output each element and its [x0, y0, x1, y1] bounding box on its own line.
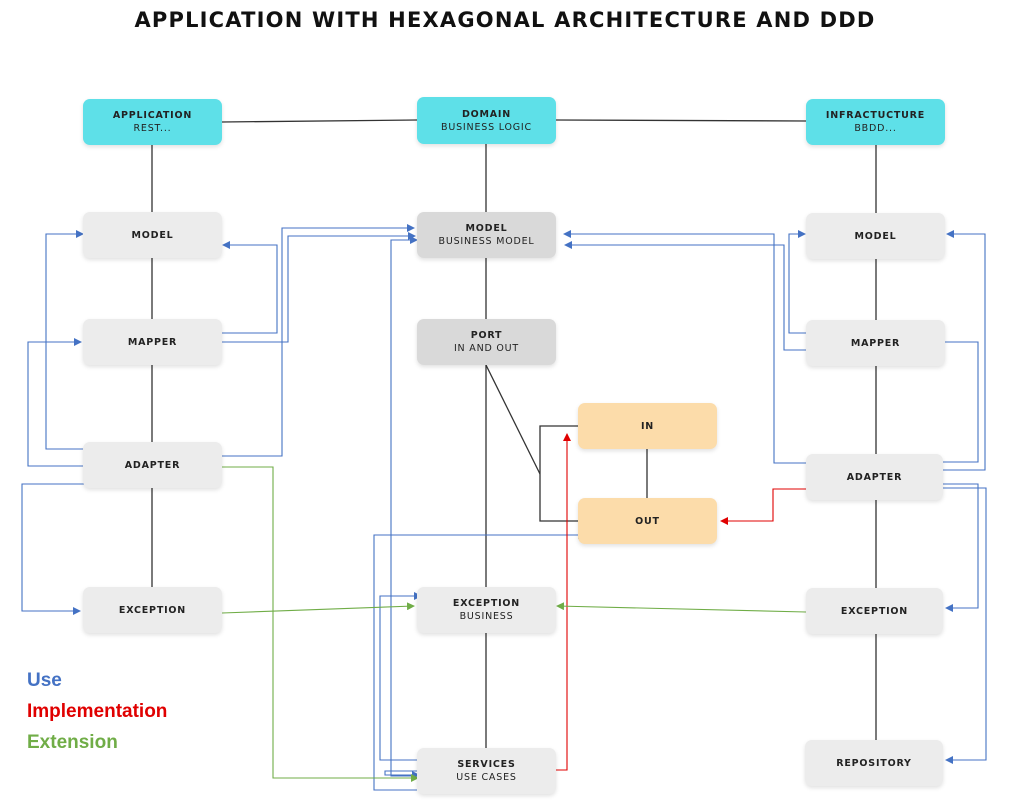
use-adapter-to-dom-model [222, 224, 415, 457]
port-out-label: OUT [635, 515, 660, 527]
infra-model-node: MODEL [806, 213, 945, 259]
port-in-node: IN [578, 403, 717, 449]
use-adapter-to-app-exception [21, 483, 84, 615]
hierarchy-lines [151, 119, 877, 748]
infra-model-label: MODEL [854, 230, 897, 242]
use-services-to-out [373, 531, 586, 791]
use-mapper-to-dom-model-a [222, 232, 416, 343]
infra-repository-node: REPOSITORY [805, 740, 943, 786]
domain-label: DOMAIN [461, 108, 512, 120]
dom-port-sublabel: IN AND OUT [453, 343, 520, 354]
legend: Use Implementation Extension [27, 665, 167, 758]
infra-mapper-label: MAPPER [850, 337, 901, 349]
infrastructure-sublabel: BBDD... [854, 123, 897, 134]
use-infra-mapper-to-infra-model [788, 230, 806, 334]
impl-infra-adapter-to-out [720, 488, 806, 525]
app-adapter-label: ADAPTER [124, 459, 181, 471]
infra-repository-label: REPOSITORY [836, 757, 912, 769]
dom-services-label: SERVICES [457, 759, 516, 770]
infra-adapter-label: ADAPTER [846, 471, 903, 483]
link-domain-infrastructure [555, 119, 807, 122]
dom-services-node: SERVICES USE CASES [417, 748, 556, 794]
infra-exception-node: EXCEPTION [806, 588, 943, 634]
dom-port-node: PORT IN AND OUT [417, 319, 556, 365]
use-mapper-to-app-model [215, 241, 278, 334]
link-branch-in-out [539, 425, 578, 522]
use-infra-adapter-to-infra-model [938, 230, 986, 471]
domain-node: DOMAIN BUSINESS LOGIC [417, 97, 556, 144]
app-mapper-node: MAPPER [83, 319, 222, 365]
use-infra-adapter-to-infra-mapper [936, 338, 979, 463]
legend-extension: Extension [27, 732, 118, 753]
ext-app-adapter-to-services [222, 466, 419, 782]
dom-services-sublabel: USE CASES [456, 772, 517, 783]
application-sublabel: REST... [133, 123, 172, 134]
use-infra-adapter-to-dom-model [563, 230, 806, 464]
infra-adapter-node: ADAPTER [806, 454, 943, 500]
legend-implementation: Implementation [27, 701, 168, 722]
use-arrows [21, 224, 987, 791]
app-model-label: MODEL [131, 229, 174, 241]
dom-port-label: PORT [470, 330, 503, 341]
dom-exception-sublabel: BUSINESS [459, 611, 514, 622]
link-port-branch [485, 364, 541, 475]
dom-model-node: MODEL BUSINESS MODEL [417, 212, 556, 258]
infrastructure-label: INFRACTUCTURE [825, 110, 926, 121]
port-in-label: IN [640, 420, 655, 432]
use-services-to-exception [379, 592, 422, 761]
ext-app-exception-to-business [221, 602, 415, 614]
dom-exception-node: EXCEPTION BUSINESS [417, 587, 556, 633]
app-mapper-label: MAPPER [127, 336, 178, 348]
extension-arrows [221, 466, 807, 782]
infra-mapper-node: MAPPER [806, 320, 945, 366]
use-adapter-to-app-mapper [27, 338, 84, 467]
dom-exception-label: EXCEPTION [452, 598, 521, 609]
app-adapter-node: ADAPTER [83, 442, 222, 488]
infrastructure-node: INFRACTUCTURE BBDD... [806, 99, 945, 145]
domain-sublabel: BUSINESS LOGIC [441, 121, 532, 133]
dom-model-sublabel: BUSINESS MODEL [438, 236, 535, 247]
application-label: APPLICATION [112, 110, 193, 121]
use-infra-adapter-to-repository [938, 487, 987, 764]
app-exception-node: EXCEPTION [83, 587, 222, 633]
implementation-arrows [556, 433, 806, 771]
link-application-domain [221, 119, 418, 123]
diagram-title: APPLICATION WITH HEXAGONAL ARCHITECTURE … [134, 8, 876, 32]
app-exception-label: EXCEPTION [118, 604, 187, 616]
port-out-node: OUT [578, 498, 717, 544]
use-infra-adapter-to-infra-exception [938, 483, 979, 612]
application-node: APPLICATION REST... [83, 99, 222, 145]
impl-services-to-in [556, 433, 571, 771]
use-services-to-dom-model [390, 236, 418, 777]
use-services-loop [384, 770, 420, 779]
ext-infra-exception-to-business [556, 602, 807, 613]
app-model-node: MODEL [83, 212, 222, 258]
legend-use: Use [27, 670, 62, 691]
use-infra-mapper-to-dom-model [564, 241, 806, 351]
dom-model-label: MODEL [465, 223, 508, 234]
infra-exception-label: EXCEPTION [840, 605, 909, 617]
